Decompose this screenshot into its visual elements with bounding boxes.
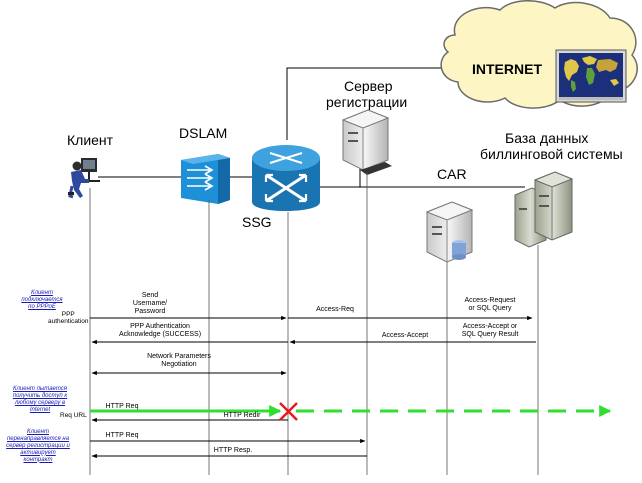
internet-label: INTERNET [472,61,542,77]
note-redirect-line4: активирует [20,449,56,456]
reg-server-label-line1: Сервер [344,78,393,94]
req-url-label: Req URL [60,412,87,419]
car-server-icon [425,201,474,263]
billing-label-line1: База данных [505,130,589,146]
note-pppoe-line1: Клиент [31,290,53,296]
msg-access-accept-or-line1: Access-Accept or [462,323,518,330]
msg-access-accept-or-line2: SQL Query Result [461,331,519,339]
msg-send-line2: Username/ [132,300,168,308]
ppp-auth-label: PPP authentication [48,311,88,326]
msg-ppp-ack-line1: PPP Authentication [130,323,190,330]
lifelines [89,172,539,475]
ppp-auth-line2: authentication [48,318,89,326]
message-arrows [90,315,536,459]
msg-access-request: Access-Request or SQL Query [450,297,530,313]
msg-send-line3: Password [134,308,166,316]
msg-send-credentials: Send Username/ Password [120,292,180,316]
world-map-icon [555,49,627,103]
msg-access-request-line1: Access-Request [464,297,516,304]
client-label: Клиент [67,132,114,148]
billing-database-icon [514,171,574,248]
msg-netparam-line1: Network Parameters [147,353,211,360]
msg-access-request-line2: or SQL Query [468,305,512,313]
msg-http-redir: HTTP Redir [223,412,261,419]
msg-http-resp: HTTP Resp. [213,447,253,454]
ssg-label: SSG [242,214,272,230]
blocked-cross-icon [279,402,298,421]
note-pppoe-line3: по PPPoE [28,303,56,310]
reg-server-label-line2: регистрации [326,94,408,110]
note-redirect-line1: Клиент [27,429,49,435]
billing-label-line2: биллинговой системы [480,146,623,162]
msg-access-req: Access-Req [316,306,354,313]
msg-ppp-ack: PPP Authentication Acknowledge (SUCCESS) [105,323,215,339]
ppp-auth-line1: PPP [61,311,75,318]
note-access: Клиент пытается получить доступ к любому… [6,386,74,414]
msg-send-line1: Send [141,292,159,299]
msg-ppp-ack-line2: Acknowledge (SUCCESS) [118,331,202,339]
note-redirect: Клиент перенаправляется на сервер регист… [4,429,72,463]
msg-netparam-line2: Negotiation [161,361,197,369]
note-access-line4: Internet [29,406,51,413]
note-access-line2: получить доступ к [12,392,68,399]
car-label: CAR [437,166,467,182]
client-icon [68,158,100,199]
dslam-label: DSLAM [179,125,228,141]
note-access-line3: любому серверу в [14,399,66,406]
network-links [98,67,525,188]
note-pppoe: Клиент подключается по PPPoE [8,290,76,311]
registration-server-icon [341,109,392,175]
note-redirect-line2: перенаправляется на [6,435,70,442]
note-redirect-line3: сервер регистрации и [6,442,70,449]
msg-netparam: Network Parameters Negotiation [134,353,224,369]
msg-http-req-2: HTTP Req [105,432,139,439]
msg-http-req-1: HTTP Req [105,403,139,410]
note-redirect-line5: контракт [23,456,53,463]
msg-access-accept-or: Access-Accept or SQL Query Result [448,323,532,339]
note-access-line1: Клиент пытается [13,386,67,392]
note-pppoe-line2: подключается [21,296,63,303]
msg-access-accept: Access-Accept [381,332,429,339]
internet-cloud [440,0,638,109]
dslam-icon [181,154,230,204]
ssg-router-icon [252,145,320,211]
